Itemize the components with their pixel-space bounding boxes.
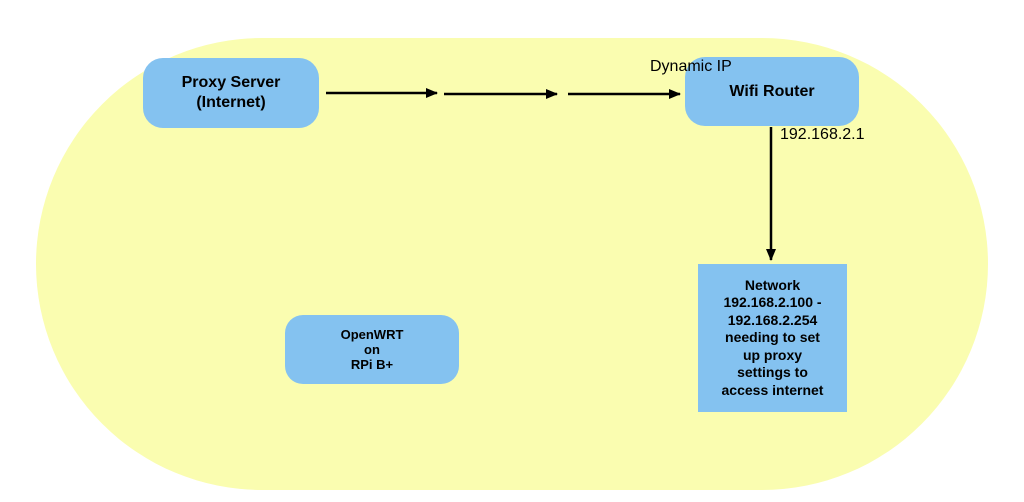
dynamic-ip-label: Dynamic IP xyxy=(650,58,732,75)
openwrt-on-label: on xyxy=(364,342,380,357)
proxy-server-node: Proxy Server (Internet) xyxy=(143,58,319,128)
openwrt-label: OpenWRT xyxy=(340,327,404,342)
wifi-router-node: Wifi Router xyxy=(685,57,859,126)
network-line: access internet xyxy=(721,381,824,398)
network-node: Network 192.168.2.100 - 192.168.2.254 ne… xyxy=(698,264,847,412)
router-ip-label: 192.168.2.1 xyxy=(780,126,865,143)
network-line: 192.168.2.254 xyxy=(727,311,818,328)
proxy-server-label: Proxy Server xyxy=(181,74,281,91)
network-line: up proxy xyxy=(742,346,803,363)
openwrt-device-label: RPi B+ xyxy=(350,357,394,372)
network-line: 192.168.2.100 - xyxy=(723,294,822,311)
network-line: needing to set xyxy=(725,329,820,346)
proxy-server-sublabel: (Internet) xyxy=(196,94,266,111)
network-line: Network xyxy=(744,276,801,293)
openwrt-node: OpenWRT on RPi B+ xyxy=(285,315,459,384)
wifi-router-label: Wifi Router xyxy=(729,82,815,100)
network-line: settings to xyxy=(737,364,808,381)
